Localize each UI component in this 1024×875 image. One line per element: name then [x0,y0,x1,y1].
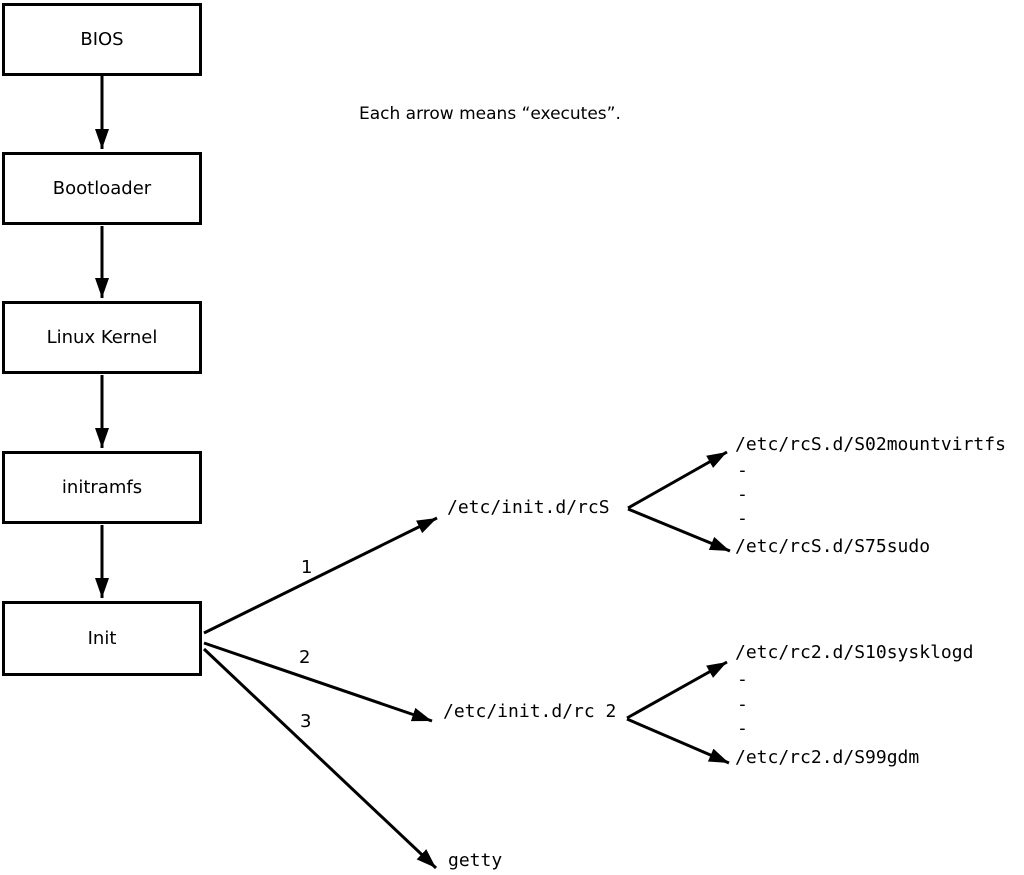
arrow-init-to-getty [202,647,438,870]
arrow-rcs-to-s75 [627,507,731,553]
bios-box-label: BIOS [80,29,124,50]
initramfs-box-label: initramfs [61,477,143,498]
arrow-init-to-rc2 [203,641,433,723]
rcs-dir-last-script: /etc/rcS.d/S75sudo [735,536,931,557]
ellipsis-dash: - [737,484,748,505]
rcs-dir-first-script: /etc/rcS.d/S02mountvirtfs [735,434,1006,455]
caption: Each arrow means “executes”. [359,104,621,124]
ellipsis-dash: - [737,460,748,481]
linux-kernel-box-label: Linux Kernel [46,327,158,348]
rcs-script-label: /etc/init.d/rcS [447,497,610,518]
init-box-label: Init [87,628,117,649]
rc2-dir-first-script: /etc/rc2.d/S10sysklogd [735,642,974,663]
getty-label: getty [448,850,503,871]
ellipsis-dash: - [737,694,748,715]
arrow-rcs-to-s02 [627,450,728,510]
rc2-script-label: /etc/init.d/rc 2 [443,701,617,722]
initramfs-box: initramfs [2,451,202,524]
bootloader-box: Bootloader [2,152,202,225]
ellipsis-dash: - [737,718,748,739]
arrow-rc2-to-s10 [626,660,728,720]
linux-kernel-box: Linux Kernel [2,301,202,374]
branch-number-3: 3 [300,711,312,732]
bios-box: BIOS [2,3,202,76]
arrow-rc2-to-s99 [626,717,730,765]
rc2-dir-last-script: /etc/rc2.d/S99gdm [735,747,920,768]
ellipsis-dash: - [737,669,748,690]
branch-number-2: 2 [299,647,311,668]
branch-number-1: 1 [301,557,313,578]
arrow-init-to-rcs [203,516,438,635]
bootloader-box-label: Bootloader [52,178,152,199]
ellipsis-dash: - [737,508,748,529]
init-box: Init [2,601,202,676]
